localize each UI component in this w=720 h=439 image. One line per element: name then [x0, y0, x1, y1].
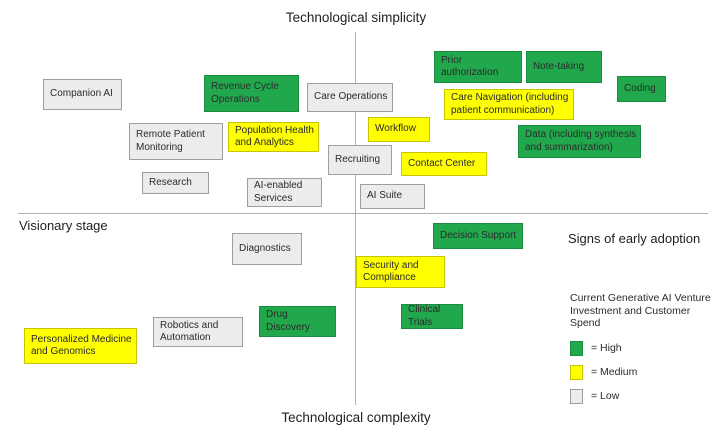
- category-box-companion-ai: Companion AI: [43, 79, 122, 110]
- category-box-care-operations: Care Operations: [307, 83, 393, 112]
- quadrant-label-visionary-stage: Visionary stage: [19, 218, 108, 233]
- category-box-personalized-medicine-and-genomics: Personalized Medicine and Genomics: [24, 328, 137, 364]
- legend-label-medium: = Medium: [591, 366, 638, 378]
- category-box-revenue-cycle-operations: Revenue Cycle Operations: [204, 75, 299, 112]
- legend-title: Current Generative AI Venture Investment…: [570, 292, 711, 329]
- legend-item-medium: = Medium: [570, 364, 720, 380]
- axis-label-top: Technological simplicity: [285, 10, 427, 25]
- legend-label-low: = Low: [591, 390, 620, 402]
- legend-label-high: = High: [591, 342, 622, 354]
- legend: Current Generative AI Venture Investment…: [570, 292, 720, 413]
- category-box-coding: Coding: [617, 76, 666, 102]
- legend-swatch-medium: [570, 364, 583, 380]
- legend-item-high: = High: [570, 340, 720, 356]
- legend-items: = High = Medium = Low: [570, 340, 720, 404]
- category-box-drug-discovery: Drug Discovery: [259, 306, 336, 337]
- category-box-ai-suite: AI Suite: [360, 184, 425, 209]
- category-box-note-taking: Note-taking: [526, 51, 602, 83]
- category-box-remote-patient-monitoring: Remote Patient Monitoring: [129, 123, 223, 160]
- axis-label-bottom: Technological complexity: [281, 410, 431, 425]
- category-box-data-including-synthesis-and-summarization: Data (including synthesis and summarizat…: [518, 125, 641, 158]
- category-box-ai-enabled-services: AI-enabled Services: [247, 178, 322, 207]
- vertical-axis-line: [355, 32, 356, 405]
- category-box-workflow: Workflow: [368, 117, 430, 142]
- category-box-security-and-compliance: Security and Compliance: [356, 256, 445, 288]
- category-box-research: Research: [142, 172, 209, 194]
- category-box-clinical-trials: Clinical Trials: [401, 304, 463, 329]
- category-box-decision-support: Decision Support: [433, 223, 523, 249]
- category-box-robotics-and-automation: Robotics and Automation: [153, 317, 243, 347]
- quadrant-label-early-adoption: Signs of early adoption: [568, 231, 701, 246]
- category-box-contact-center: Contact Center: [401, 152, 487, 176]
- legend-item-low: = Low: [570, 388, 720, 404]
- legend-swatch-high: [570, 340, 583, 356]
- legend-swatch-low: [570, 388, 583, 404]
- category-box-care-navigation-including-patient-communication: Care Navigation (including patient commu…: [444, 89, 574, 120]
- category-box-population-health-and-analytics: Population Health and Analytics: [228, 122, 319, 152]
- horizontal-axis-line: [18, 213, 708, 214]
- category-box-prior-authorization: Prior authorization: [434, 51, 522, 83]
- category-box-recruiting: Recruiting: [328, 145, 392, 175]
- category-box-diagnostics: Diagnostics: [232, 233, 302, 265]
